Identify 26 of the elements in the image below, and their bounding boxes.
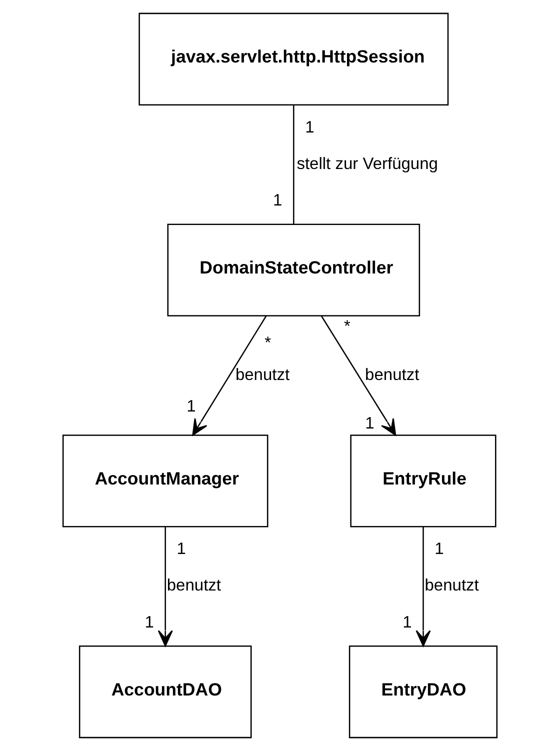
arrow [192, 316, 267, 436]
label: 1 [402, 613, 412, 632]
node-box: DomainStateController [167, 224, 420, 316]
edge-label: benutzt [424, 576, 479, 595]
arrow [158, 526, 173, 647]
node-box: AccountDAO [78, 645, 252, 738]
edge-label: benutzt [365, 366, 420, 384]
edge-label: stellt zur Verfügung [296, 154, 438, 173]
label: * [344, 317, 350, 336]
connector [293, 105, 294, 224]
arrow [320, 316, 396, 436]
label: 1 [434, 540, 444, 558]
edge-label: benutzt [235, 366, 290, 384]
node-box: javax.servlet.http.HttpSession [138, 12, 449, 106]
label: 1 [273, 192, 282, 210]
node-box: EntryDAO [348, 645, 498, 738]
label: * [264, 334, 271, 352]
node-box: EntryRule [350, 434, 496, 528]
label: 1 [365, 414, 374, 432]
label: 1 [186, 397, 196, 416]
label: 1 [305, 118, 314, 136]
edge-label: benutzt [166, 576, 221, 595]
node-box: AccountManager [62, 434, 268, 528]
label: 1 [144, 613, 154, 632]
arrow [416, 526, 431, 647]
label: 1 [176, 540, 186, 558]
